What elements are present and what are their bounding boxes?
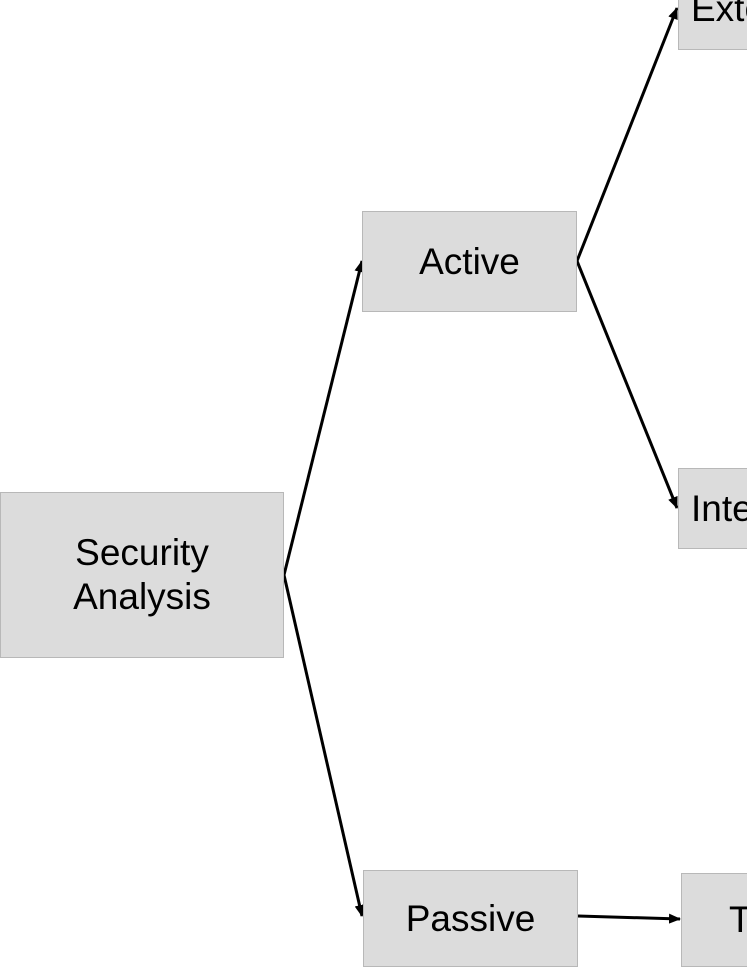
node-external: Exte [678, 0, 747, 50]
node-t: T [681, 873, 747, 967]
node-label: T [729, 898, 747, 942]
edge-passive-to-t [577, 913, 681, 924]
edge-active-to-internal [575, 260, 679, 509]
edge-active-to-external [575, 7, 679, 262]
node-security-analysis: Security Analysis [0, 492, 284, 658]
node-label: Exte [691, 0, 747, 29]
node-label: Inte [691, 487, 747, 529]
node-label: Passive [405, 897, 536, 939]
node-label: Security Analysis [73, 532, 211, 617]
edge-root-to-active [282, 260, 365, 576]
edge-root-to-passive [282, 574, 365, 917]
node-active: Active [362, 211, 577, 312]
node-passive: Passive [363, 870, 578, 967]
node-label: Active [419, 240, 520, 282]
node-internal: Inte [678, 468, 747, 549]
